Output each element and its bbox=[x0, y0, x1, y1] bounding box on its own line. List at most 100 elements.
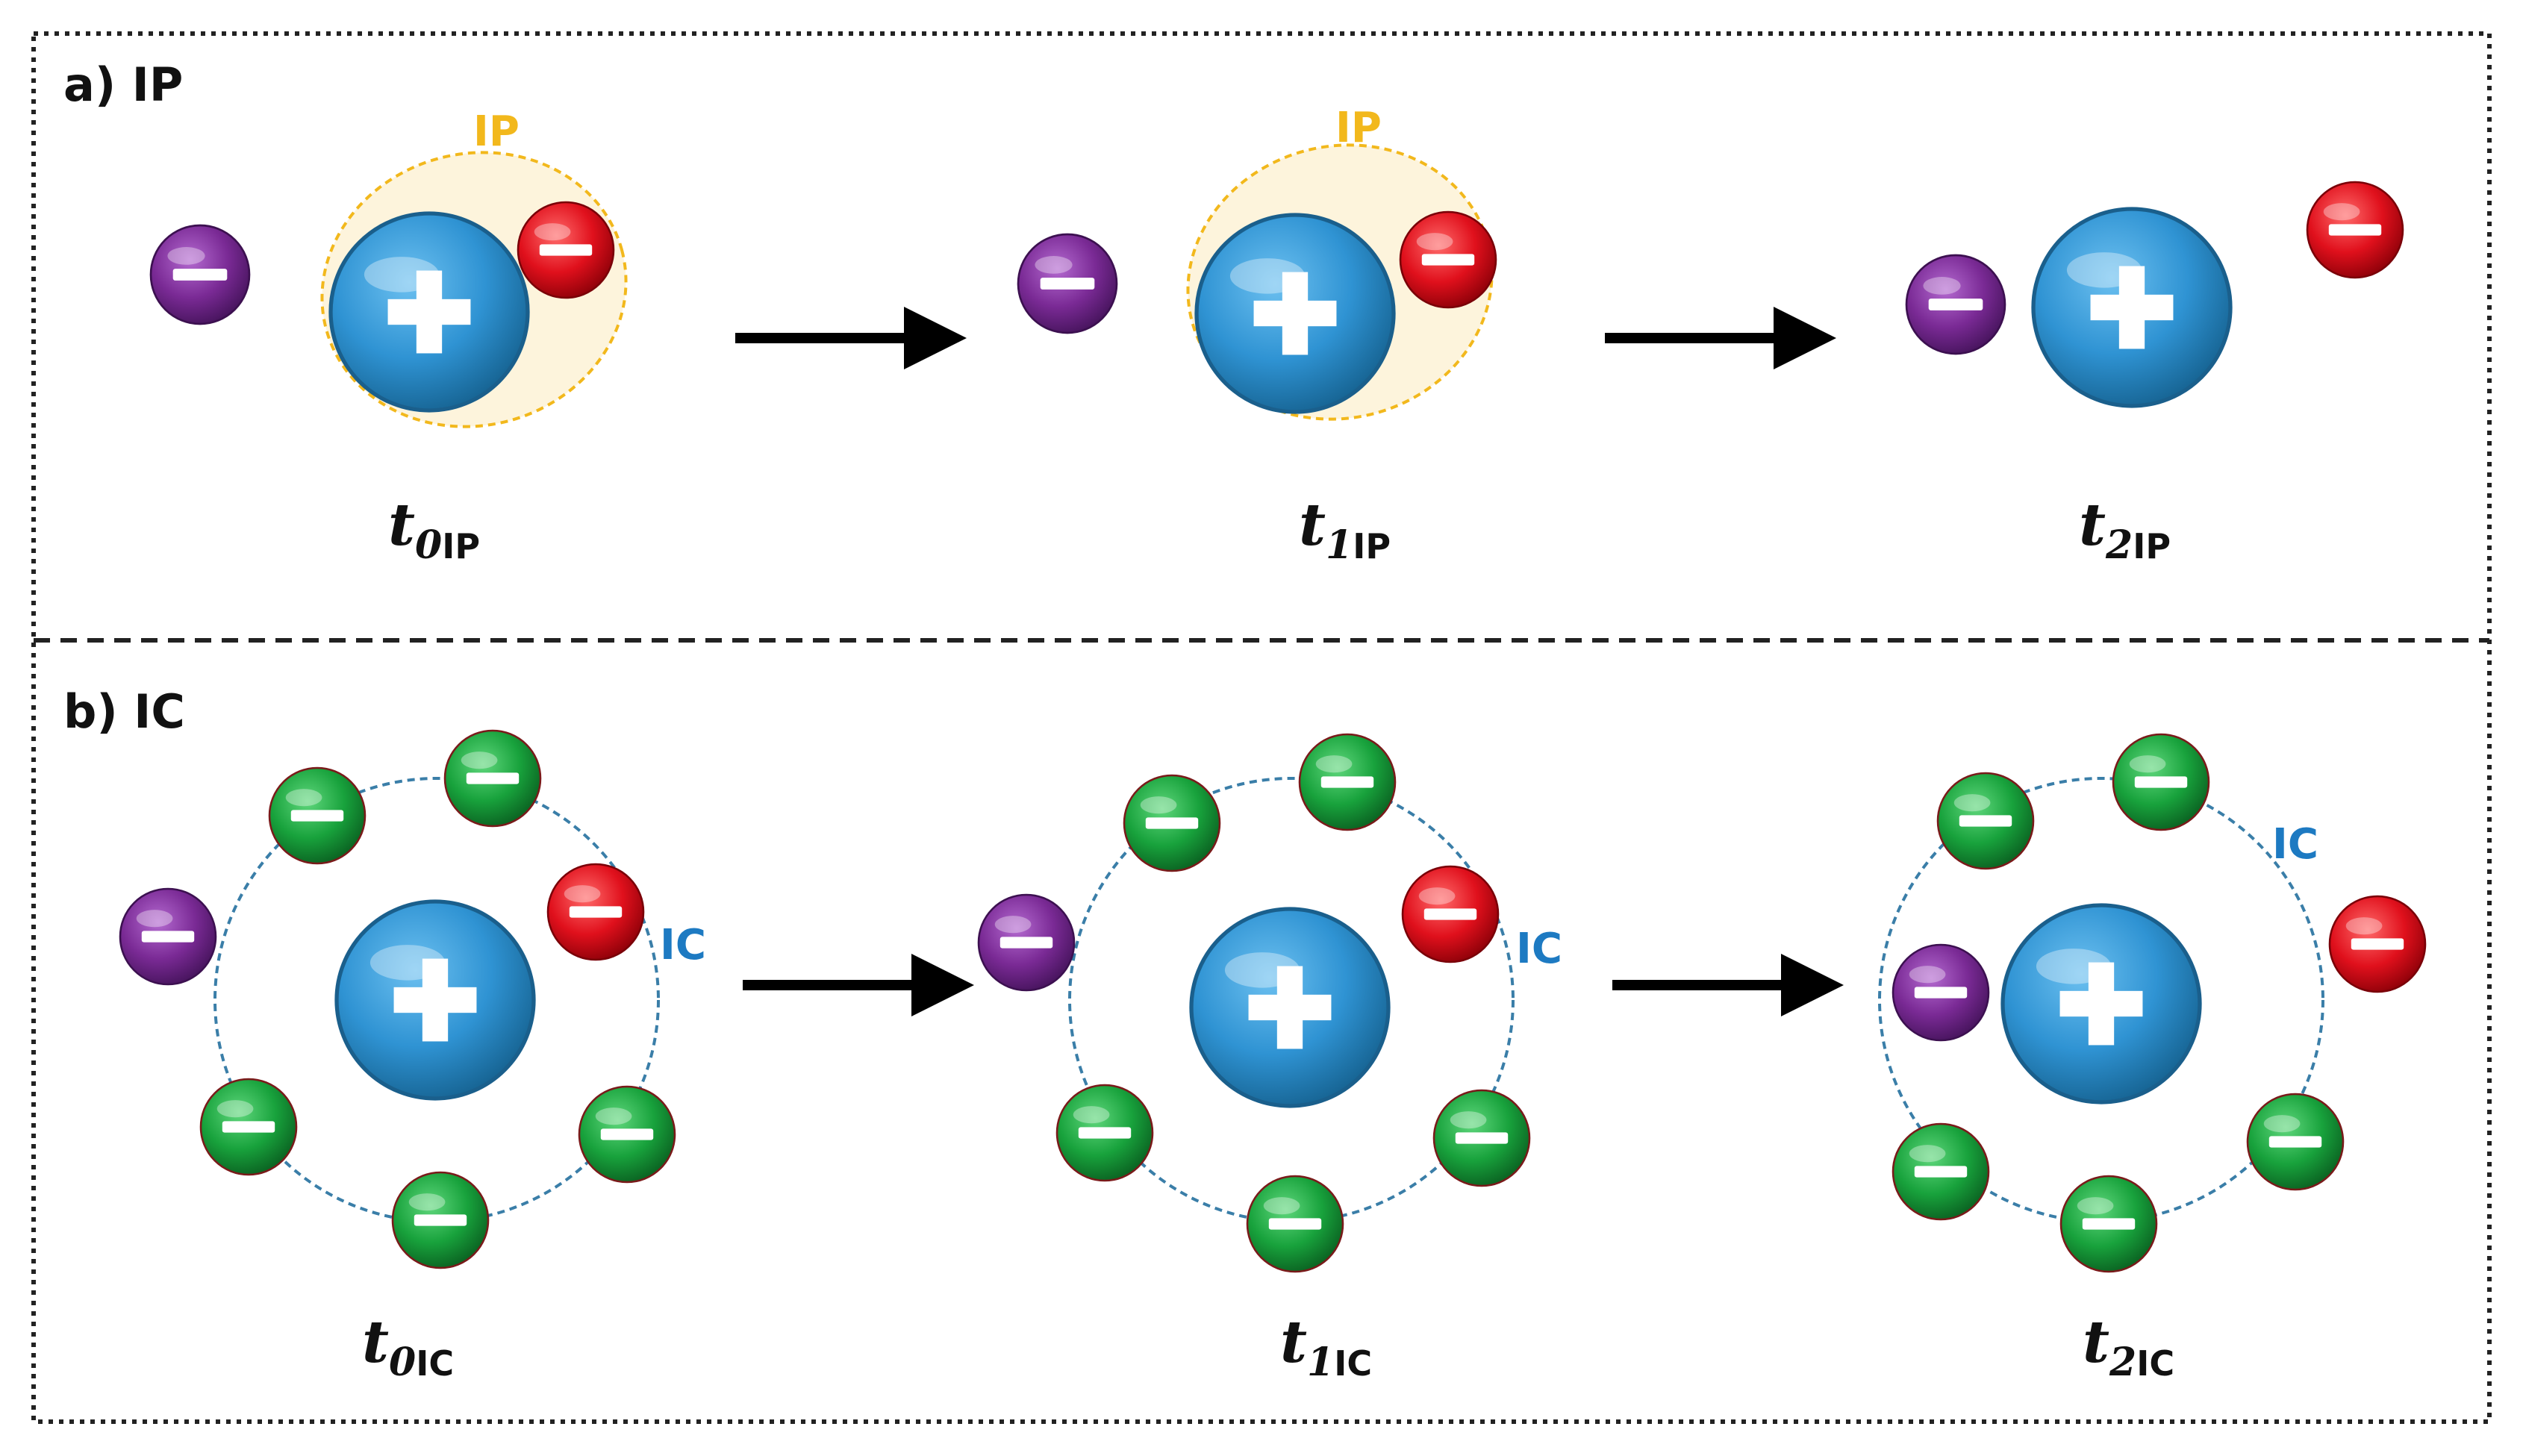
shell-anion-highlight bbox=[595, 1107, 632, 1125]
figure-border bbox=[31, 31, 2492, 1424]
time-label-b-0: t0IC bbox=[362, 1308, 454, 1385]
counter-anion-highlight bbox=[994, 916, 1032, 934]
shell-anion bbox=[2112, 733, 2210, 831]
shell-anion bbox=[199, 1078, 298, 1176]
shell-anion-highlight bbox=[285, 789, 322, 807]
shell-anion bbox=[1936, 772, 2035, 870]
time-label-a-2: t2IP bbox=[2079, 491, 2171, 568]
shell-anion bbox=[578, 1085, 676, 1184]
counter-anion-highlight bbox=[136, 910, 173, 928]
counter-anion bbox=[119, 887, 217, 986]
minus-sign-icon bbox=[1040, 278, 1095, 290]
plus-sign-icon bbox=[2118, 266, 2145, 349]
paired-anion bbox=[1401, 865, 1500, 963]
time-label-a-0: t0IP bbox=[388, 491, 480, 568]
paired-anion bbox=[546, 863, 645, 961]
shell-anion bbox=[443, 729, 542, 828]
ic-region-label: IC bbox=[2272, 820, 2318, 869]
counter-anion-highlight bbox=[1909, 966, 1946, 984]
paired-anion-highlight bbox=[564, 885, 601, 903]
plus-sign-icon bbox=[422, 958, 449, 1042]
shell-anion-highlight bbox=[2077, 1197, 2114, 1215]
minus-sign-icon bbox=[1914, 1166, 1968, 1178]
cation bbox=[1189, 907, 1391, 1108]
shell-anion bbox=[2246, 1093, 2345, 1191]
minus-sign-icon bbox=[2082, 1218, 2136, 1230]
minus-sign-icon bbox=[2328, 224, 2382, 236]
time-label-a-1: t1IP bbox=[1299, 491, 1391, 568]
paired-anion bbox=[517, 201, 615, 299]
ic-region-label: IC bbox=[1516, 925, 1562, 973]
shell-anion bbox=[391, 1171, 490, 1269]
shell-anion-highlight bbox=[1909, 1145, 1946, 1163]
plus-sign-icon bbox=[416, 270, 443, 354]
counter-anion bbox=[1892, 943, 1990, 1042]
minus-sign-icon bbox=[1320, 776, 1374, 788]
ions-layer bbox=[119, 181, 2427, 1273]
shell-anion-highlight bbox=[1315, 755, 1353, 773]
minus-sign-icon bbox=[569, 906, 623, 918]
ip-region-label: IP bbox=[473, 107, 520, 156]
minus-sign-icon bbox=[2134, 776, 2188, 788]
paired-anion-highlight bbox=[1418, 887, 1456, 905]
paired-anion-highlight bbox=[2345, 917, 2383, 935]
shell-anion-highlight bbox=[2263, 1115, 2301, 1133]
plus-sign-icon bbox=[1276, 966, 1303, 1049]
shell-anion bbox=[2059, 1175, 2158, 1273]
shell-anion bbox=[1246, 1175, 1344, 1273]
minus-sign-icon bbox=[1421, 254, 1475, 266]
minus-sign-icon bbox=[1914, 987, 1968, 999]
counter-anion-highlight bbox=[1035, 256, 1073, 274]
minus-sign-icon bbox=[1455, 1132, 1509, 1144]
minus-sign-icon bbox=[600, 1128, 654, 1140]
shell-anion-highlight bbox=[408, 1193, 446, 1211]
time-label-b-2: t2IC bbox=[2083, 1308, 2174, 1385]
shell-anion bbox=[1055, 1084, 1154, 1182]
counter-anion-highlight bbox=[167, 247, 205, 265]
shell-anion bbox=[1892, 1122, 1990, 1221]
counter-anion bbox=[1905, 254, 2006, 355]
plus-sign-icon bbox=[1282, 272, 1309, 355]
minus-sign-icon bbox=[141, 931, 195, 943]
minus-sign-icon bbox=[2351, 938, 2404, 950]
shell-anion-highlight bbox=[216, 1100, 254, 1118]
cation bbox=[2000, 903, 2202, 1105]
shell-anion bbox=[1298, 733, 1397, 831]
minus-sign-icon bbox=[1423, 908, 1477, 920]
minus-sign-icon bbox=[1959, 815, 2012, 827]
counter-anion bbox=[1017, 233, 1118, 334]
minus-sign-icon bbox=[172, 269, 228, 281]
cation bbox=[334, 899, 536, 1101]
paired-anion-highlight bbox=[2323, 203, 2360, 221]
shell-anion-highlight bbox=[1953, 794, 1991, 812]
shell-anion-highlight bbox=[1450, 1111, 1487, 1129]
panel-label-a: a) IP bbox=[63, 57, 183, 112]
counter-anion bbox=[977, 893, 1076, 992]
plus-sign-icon bbox=[2088, 962, 2115, 1046]
shell-anion-highlight bbox=[1073, 1106, 1110, 1124]
cation bbox=[2031, 207, 2233, 408]
panel-label-b: b) IC bbox=[63, 684, 185, 739]
minus-sign-icon bbox=[290, 810, 344, 822]
paired-anion bbox=[1399, 210, 1497, 309]
minus-sign-icon bbox=[466, 772, 520, 784]
minus-sign-icon bbox=[539, 244, 593, 256]
shell-anion-highlight bbox=[1263, 1197, 1300, 1215]
shell-anion bbox=[268, 766, 367, 865]
cation bbox=[1194, 213, 1396, 414]
paired-anion-highlight bbox=[534, 223, 571, 241]
paired-anion bbox=[2328, 895, 2427, 993]
minus-sign-icon bbox=[2268, 1136, 2322, 1148]
shell-anion-highlight bbox=[1140, 796, 1177, 814]
minus-sign-icon bbox=[222, 1121, 275, 1133]
minus-sign-icon bbox=[1268, 1218, 1322, 1230]
minus-sign-icon bbox=[414, 1214, 467, 1226]
shell-anion bbox=[1123, 774, 1221, 872]
paired-anion-highlight bbox=[1416, 233, 1453, 251]
paired-anion bbox=[2306, 181, 2404, 279]
minus-sign-icon bbox=[1928, 299, 1983, 310]
counter-anion bbox=[149, 224, 251, 325]
ip-region-label: IP bbox=[1335, 104, 1382, 152]
